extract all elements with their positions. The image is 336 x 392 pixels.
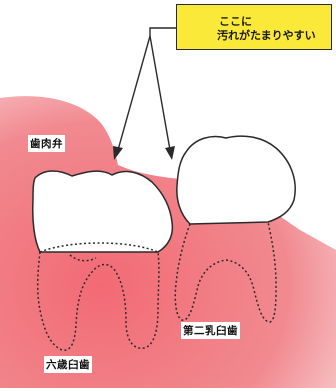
callout-line-2: 汚れがたまりやすい bbox=[217, 28, 316, 43]
callout-pointer-right bbox=[150, 36, 170, 150]
callout-box: ここに 汚れがたまりやすい bbox=[176, 4, 332, 50]
second-molar-crown bbox=[177, 136, 295, 224]
gum-flap-label: 歯肉弁 bbox=[28, 135, 65, 152]
callout-pointer-left bbox=[118, 36, 150, 150]
callout-line-1: ここに bbox=[219, 14, 252, 29]
arrowhead-left bbox=[113, 146, 123, 160]
arrowhead-right bbox=[165, 146, 175, 160]
callout-pointer-bracket bbox=[150, 28, 176, 36]
six-year-molar-label: 六歳臼歯 bbox=[44, 356, 92, 373]
second-molar-label: 第二乳臼歯 bbox=[181, 322, 240, 339]
six-year-molar-crown bbox=[33, 171, 173, 252]
